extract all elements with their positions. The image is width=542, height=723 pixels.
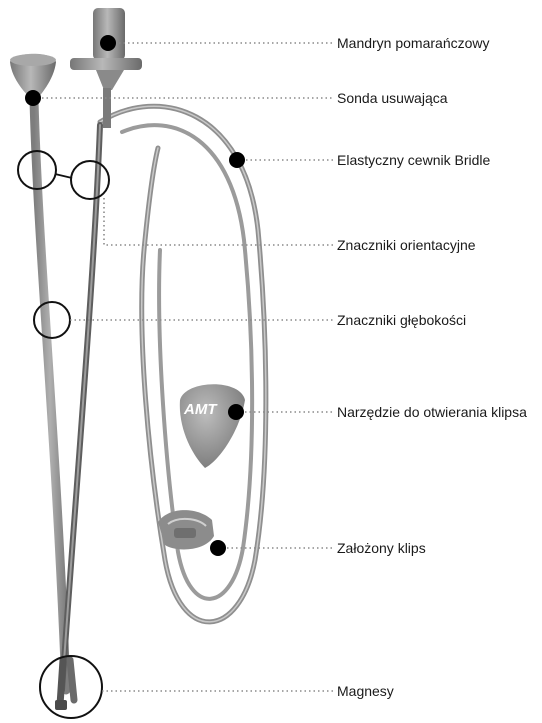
marker-dot-narzedzie [228,404,244,420]
marker-dot-klips [210,540,226,556]
marker-dot-sonda [25,90,41,106]
orientation-marker-circle-right [71,161,109,199]
tool-logo-text: AMT [183,401,218,418]
probe-rods [34,100,100,710]
label-mandryn: Mandryn pomarańczowy [337,35,490,51]
marker-dot-cewnik [229,152,245,168]
marker-dot-mandryn [100,35,116,51]
label-magnesy: Magnesy [337,683,394,699]
circle-connector [55,174,72,178]
depth-marker-circle [34,302,70,338]
label-klips: Założony klips [337,540,426,556]
label-cewnik: Elastyczny cewnik Bridle [337,152,490,168]
leader-line-orientacyjne [104,198,333,245]
label-sonda: Sonda usuwająca [337,90,448,106]
label-narzedzie: Narzędzie do otwierania klipsa [337,404,527,420]
label-orientacyjne: Znaczniki orientacyjne [337,237,476,253]
attached-clip [158,510,214,549]
clip-opening-tool: AMT [180,384,245,468]
label-glebokosci: Znaczniki głębokości [337,312,466,328]
